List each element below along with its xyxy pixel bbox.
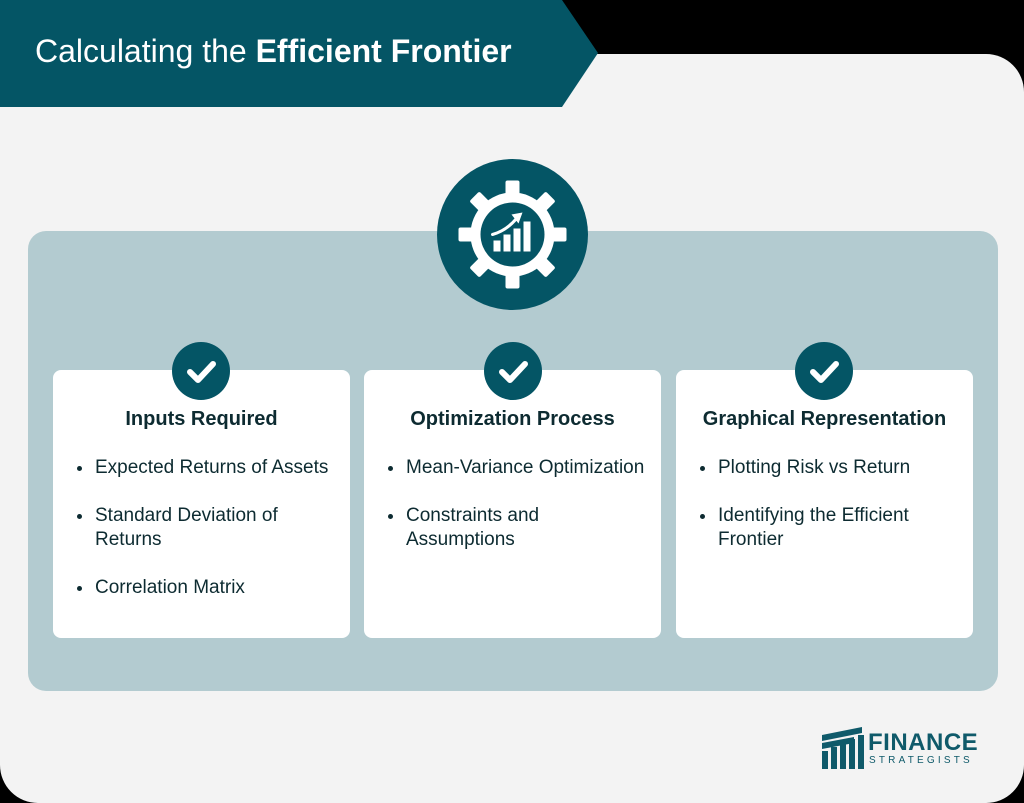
checkmark-icon (499, 361, 528, 383)
hero-badge (437, 159, 588, 310)
logo-word-strategists: STRATEGISTS (869, 755, 973, 766)
finance-strategists-logo: FINANCE STRATEGISTS (822, 727, 982, 771)
bullet-icon (700, 514, 705, 519)
page-title-bold: Efficient Frontier (255, 33, 512, 69)
list-item-text: Plotting Risk vs Return (718, 457, 911, 478)
list-item: Identifying the Efficient Frontier (696, 504, 959, 552)
list-item-text: Correlation Matrix (95, 577, 245, 598)
bullet-icon (388, 514, 393, 519)
card-title: Optimization Process (410, 408, 615, 430)
logo-word-finance: FINANCE (868, 729, 979, 756)
list-item: Expected Returns of Assets (73, 456, 336, 480)
card-title: Graphical Representation (702, 408, 947, 430)
list-item: Constraints and Assumptions (384, 504, 647, 552)
list-item-text: Constraints and Assumptions (406, 505, 540, 550)
card-list: Expected Returns of Assets Standard Devi… (73, 456, 336, 624)
checkmark-badge-optimization (484, 342, 542, 400)
list-item: Correlation Matrix (73, 576, 336, 600)
page-title-plain: Calculating the (35, 33, 256, 69)
card-list: Mean-Variance Optimization Constraints a… (384, 456, 647, 576)
card-title: Inputs Required (125, 408, 278, 430)
list-item: Plotting Risk vs Return (696, 456, 959, 480)
list-item-text: Expected Returns of Assets (95, 457, 329, 478)
list-item: Mean-Variance Optimization (384, 456, 647, 480)
page-title: Calculating the Efficient Frontier (35, 33, 512, 70)
card-inputs-required: Inputs Required Expected Returns of Asse… (53, 370, 350, 638)
list-item-text: Mean-Variance Optimization (406, 457, 645, 478)
logo-mark-icon (822, 727, 864, 769)
title-banner (0, 0, 598, 107)
checkmark-icon (810, 361, 839, 383)
card-optimization-process: Optimization Process Mean-Variance Optim… (364, 370, 661, 638)
list-item-text: Standard Deviation of Returns (95, 505, 278, 550)
bullet-icon (388, 466, 393, 471)
bullet-icon (77, 466, 82, 471)
bullet-icon (700, 466, 705, 471)
checkmark-badge-graphical (795, 342, 853, 400)
card-graphical-representation: Graphical Representation Plotting Risk v… (676, 370, 973, 638)
checkmark-icon (187, 361, 216, 383)
bullet-icon (77, 514, 82, 519)
bullet-icon (77, 586, 82, 591)
gear-with-bar-chart-icon (458, 180, 567, 289)
list-item: Standard Deviation of Returns (73, 504, 336, 552)
list-item-text: Identifying the Efficient Frontier (718, 505, 909, 550)
checkmark-badge-inputs (172, 342, 230, 400)
card-list: Plotting Risk vs Return Identifying the … (696, 456, 959, 576)
